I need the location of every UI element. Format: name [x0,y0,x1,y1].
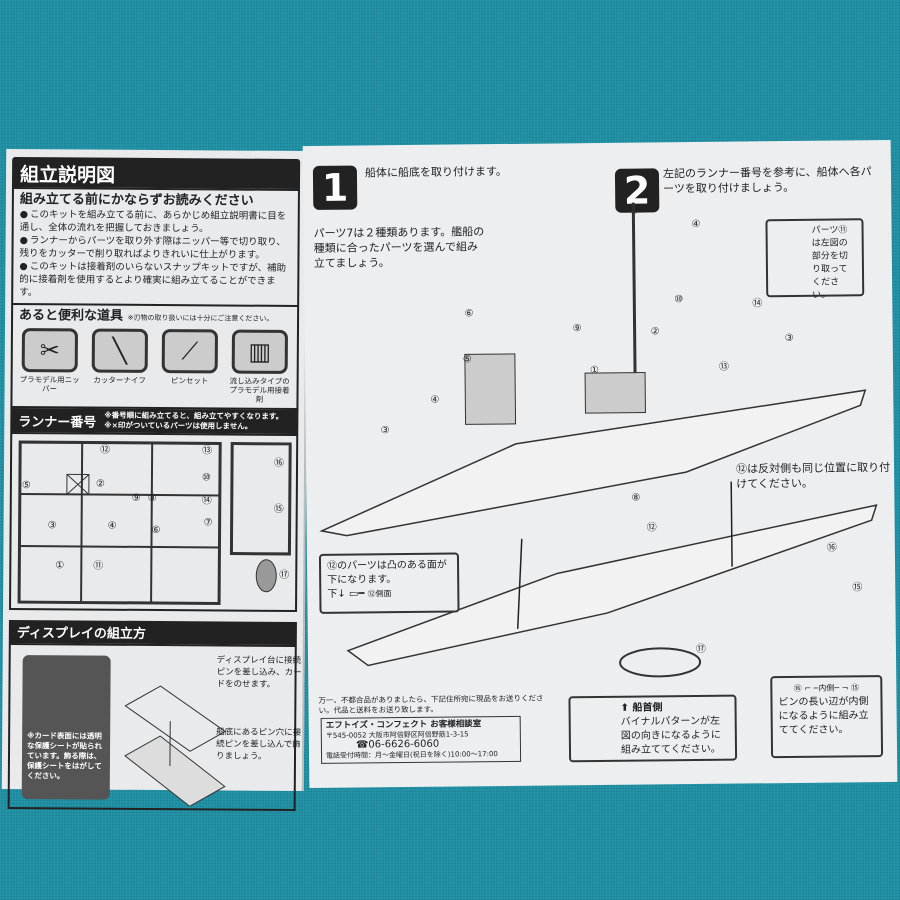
label: ⑯ [274,457,285,469]
label: ⑫ [100,444,111,456]
label: ① [55,560,65,572]
label: ⑯ [826,542,837,554]
label: 下↓ [327,588,346,600]
label: ⑬ [718,361,730,373]
superstructure-part [584,372,646,414]
label: ⑪ [93,560,104,572]
label: ⑮ [852,582,863,594]
nipper-icon: ✂ [21,328,78,373]
bow-note: ⬆ 船首側 バイナルパターンが左図の向きになるように組み立ててください。 [568,694,738,763]
label: ⑮ [273,503,284,515]
defect-notice: 万一、不都合品がありましたら、下記住所宛に現品をお送りください。代品と送料をお送… [318,693,544,715]
label: 船首側 [632,702,663,714]
tools-note: ※刃物の取り扱いには十分にご注意ください。 [127,313,274,323]
tool-tweezers: ⟋ ピンセット [158,329,221,403]
bullet: このキットは接着剤のいらないスナップキットですが、補助的に接着剤を使用するとより… [19,260,291,301]
runner-header: ランナー番号 ※番号順に組み立てると、組み立てやすくなります。※×印がついている… [10,407,299,434]
label: カッターナイフ [93,375,146,385]
label: ② [650,326,660,338]
label: ※番号順に組み立てると、組み立てやすくなります。 [104,410,284,421]
label: 電話受付時間：月〜金曜日(祝日を除く)10:00〜17:00 [325,750,498,760]
bullet: このキットを組み立てる前に、あらかじめ組立説明書に目を通し、全体の流れを把握して… [20,208,292,236]
label: ⑩ [674,294,684,306]
label: ⑫のパーツは凸のある面が下になります。 [326,559,447,586]
tool-glue: ▥流し込みタイプのプラモデル用接着剤 [228,329,291,404]
label: ⑥ [151,524,161,537]
label: ⑧ [147,492,157,505]
label: ③ [784,332,794,345]
ship-assembly-drawing [319,202,878,678]
display-step-b: 船底にあるピン穴に接続ピンを差し込んで飾りましょう。 [215,727,302,762]
label: ⑰ [279,569,290,581]
label: ⑨ [131,492,141,504]
label: 流し込みタイプのプラモデル用接着剤 [229,376,290,404]
label: ① [589,365,600,377]
label: ⑤ [462,354,472,366]
glue-icon: ▥ [231,329,288,374]
label: ④ [107,520,117,532]
bullet: ランナーからパーツを取り外す際はニッパー等で切り取り、残りをカッターで削り取れば… [19,234,291,262]
card-note: ※カード表面には透明な保護シートが貼られています。飾る際は、保護シートをはがして… [21,655,111,800]
label: ⑭ [752,298,763,310]
label: ⑪ [629,204,640,216]
part12-note: ⑫のパーツは凸のある面が下になります。 下↓ ▭━ ⑫側面 [318,552,460,614]
runner-diagram: ⑫ ⑬ ⑤ ② ⑩ ⑨ ⑧ ⑭ ③ ④ ⑥ ⑦ ① ⑪ ⑯ ⑮ ⑰ [9,431,299,612]
instruction-sheet-left: 組立説明図 組み立てる前にかならずお読みください このキットを組み立てる前に、あ… [1,148,309,811]
label: ⑤ [21,480,31,492]
label: ⑫側面 [367,589,392,599]
knife-icon: ╲ [91,328,148,373]
tools-box: あると便利な道具 ※刃物の取り扱いには十分にご注意ください。 ✂ プラモデル用ニッ… [10,304,300,410]
tool-knife: ╲ カッターナイフ [88,328,151,403]
label: ③ [47,520,57,532]
read-first-box: 組み立てる前にかならずお読みください このキットを組み立てる前に、あらかじめ組立… [11,186,300,308]
tweezers-icon: ⟋ [161,329,218,374]
ship-hull-lower [346,504,878,667]
ship-hull-upper [319,389,867,537]
runner-heading: ランナー番号 [18,414,97,431]
label: 内側 [818,683,835,693]
sheet-title: 組立説明図 [11,156,301,190]
label: ⑥ [464,308,474,320]
label: ② [95,478,105,490]
bridge-part [464,353,517,425]
label: ⑦ [203,517,213,529]
label: ピンセット [170,376,209,386]
label: バイナルパターンが左図の向きになるように組み立ててください。 [620,715,721,756]
tool-nipper: ✂ プラモデル用ニッパー [18,328,81,402]
label: ⑰ [695,643,707,656]
label: ピンの長い辺が内側になるように組み立ててください。 [778,696,869,737]
label: ⑨ [572,323,582,335]
tools-heading: あると便利な道具 [19,308,124,324]
label: ③ [380,425,390,437]
display-heading: ディスプレイの組立方 [16,626,146,642]
label: ⑭ [201,495,212,507]
mast-part [631,202,637,373]
label: ※×印がついているパーツは使用しません。 [104,420,253,431]
stand-part [619,647,702,678]
label: プラモデル用ニッパー [19,375,80,394]
label: ⑩ [201,472,211,484]
runner-drawing [17,440,292,605]
display-stand-drawing [124,685,227,807]
display-instructions: ※カード表面には透明な保護シートが貼られています。飾る際は、保護シートをはがして… [7,642,302,811]
label: ④ [691,218,701,231]
contact-box: エフトイズ・コンフェクト お客様相談室 〒545-0052 大阪市阿倍野区阿倍野… [320,715,522,764]
pin-note: ⑯ ⌐ ─内側─ ¬ ⑮ ピンの長い辺が内側になるように組み立ててください。 [770,675,884,759]
read-first-heading: 組み立てる前にかならずお読みください [19,192,254,209]
label: ⑫ [646,522,657,534]
label: ⑧ [631,492,641,504]
display-step-a: ディスプレイ台に接続ピンを差し込み、カードをのせます。 [216,655,302,690]
instruction-sheet-right: 1 船体に船底を取り付けます。 パーツ7は２種類あります。艦船の種類に合ったパー… [302,139,898,789]
display-header: ディスプレイの組立方 [8,619,297,645]
label: ④ [430,394,440,406]
label: ⑬ [202,445,213,457]
